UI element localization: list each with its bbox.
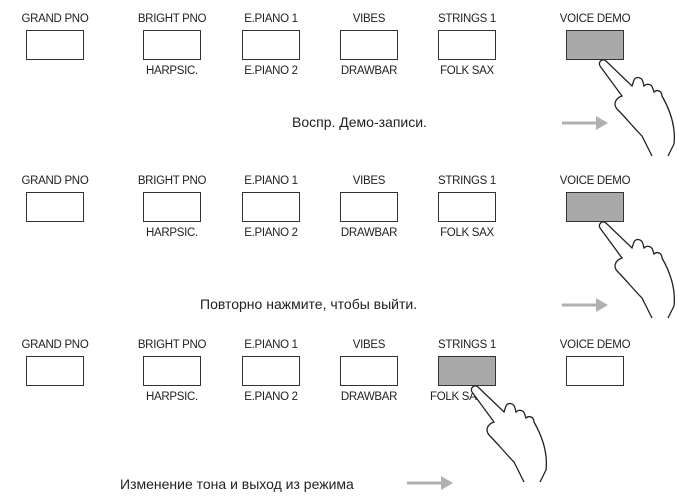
vibes-group: VIBES DRAWBAR — [314, 174, 424, 240]
right-arrow-icon — [562, 298, 608, 312]
epiano1-label: E.PIANO 1 — [244, 13, 298, 25]
strings1-label: STRINGS 1 — [437, 13, 496, 25]
strings-group: STRINGS 1 FOLK SAX — [412, 12, 522, 78]
epiano-group: E.PIANO 1 E.PIANO 2 — [216, 174, 326, 240]
strings-group: STRINGS 1 FOLK SAX — [412, 338, 522, 404]
vibes-label: VIBES — [352, 13, 386, 25]
bright-pno-group: BRIGHT PNO HARPSIC. — [117, 174, 227, 240]
epiano2-label: E.PIANO 2 — [244, 227, 298, 239]
strings1-label: STRINGS 1 — [437, 339, 496, 351]
drawbar-label: DRAWBAR — [340, 391, 398, 403]
epiano-button[interactable] — [242, 356, 300, 386]
epiano2-label: E.PIANO 2 — [244, 391, 298, 403]
strings-button[interactable] — [438, 356, 496, 386]
bright-pno-label: BRIGHT PNO — [137, 13, 207, 25]
grand-pno-group: GRAND PNO — [0, 12, 110, 60]
bright-pno-label: BRIGHT PNO — [137, 175, 207, 187]
drawbar-label: DRAWBAR — [340, 65, 398, 77]
grand-pno-button[interactable] — [26, 356, 84, 386]
epiano-group: E.PIANO 1 E.PIANO 2 — [216, 12, 326, 78]
voice-demo-button[interactable] — [566, 356, 624, 386]
hand-pointer-icon — [598, 59, 676, 157]
vibes-label: VIBES — [352, 339, 386, 351]
grand-pno-button[interactable] — [26, 30, 84, 60]
epiano1-label: E.PIANO 1 — [244, 339, 298, 351]
folk-sax-label: FOLK SAX — [430, 391, 484, 403]
grand-pno-label: GRAND PNO — [21, 13, 89, 25]
grand-pno-group: GRAND PNO — [0, 338, 110, 386]
voice-demo-label: VOICE DEMO — [559, 13, 631, 25]
harpsic-label: HARPSIC. — [146, 65, 198, 77]
vibes-button[interactable] — [340, 356, 398, 386]
bright-pno-button[interactable] — [143, 30, 201, 60]
harpsic-label: HARPSIC. — [146, 391, 198, 403]
epiano-button[interactable] — [242, 192, 300, 222]
bright-pno-label: BRIGHT PNO — [137, 339, 207, 351]
demo-step-3: GRAND PNO BRIGHT PNO HARPSIC. E.PIANO 1 … — [0, 326, 677, 498]
bright-pno-group: BRIGHT PNO HARPSIC. — [117, 12, 227, 78]
grand-pno-label: GRAND PNO — [21, 175, 89, 187]
harpsic-label: HARPSIC. — [146, 227, 198, 239]
right-arrow-icon — [562, 116, 608, 130]
folk-sax-label: FOLK SAX — [440, 227, 494, 239]
vibes-group: VIBES DRAWBAR — [314, 338, 424, 404]
vibes-label: VIBES — [352, 175, 386, 187]
folk-sax-label: FOLK SAX — [440, 65, 494, 77]
bright-pno-button[interactable] — [143, 192, 201, 222]
voice-demo-button[interactable] — [566, 30, 624, 60]
caption-step-2: Повторно нажмите, чтобы выйти. — [200, 296, 418, 312]
right-arrow-icon — [407, 476, 453, 490]
voice-demo-group: VOICE DEMO — [540, 174, 650, 222]
voice-demo-group: VOICE DEMO — [540, 12, 650, 60]
strings-group: STRINGS 1 FOLK SAX — [412, 174, 522, 240]
bright-pno-button[interactable] — [143, 356, 201, 386]
strings1-label: STRINGS 1 — [437, 175, 496, 187]
grand-pno-group: GRAND PNO — [0, 174, 110, 222]
demo-step-1: GRAND PNO BRIGHT PNO HARPSIC. E.PIANO 1 … — [0, 0, 677, 160]
voice-demo-label: VOICE DEMO — [559, 175, 631, 187]
vibes-group: VIBES DRAWBAR — [314, 12, 424, 78]
epiano1-label: E.PIANO 1 — [244, 175, 298, 187]
epiano-group: E.PIANO 1 E.PIANO 2 — [216, 338, 326, 404]
voice-demo-group: VOICE DEMO — [540, 338, 650, 386]
hand-pointer-icon — [598, 221, 676, 319]
drawbar-label: DRAWBAR — [340, 227, 398, 239]
voice-demo-label: VOICE DEMO — [559, 339, 631, 351]
vibes-button[interactable] — [340, 192, 398, 222]
grand-pno-button[interactable] — [26, 192, 84, 222]
strings-button[interactable] — [438, 30, 496, 60]
demo-step-2: GRAND PNO BRIGHT PNO HARPSIC. E.PIANO 1 … — [0, 162, 677, 322]
voice-demo-button[interactable] — [566, 192, 624, 222]
strings-button[interactable] — [438, 192, 496, 222]
caption-step-1: Воспр. Демо-записи. — [292, 114, 427, 130]
caption-step-3: Изменение тона и выход из режима — [120, 476, 354, 492]
vibes-button[interactable] — [340, 30, 398, 60]
bright-pno-group: BRIGHT PNO HARPSIC. — [117, 338, 227, 404]
epiano-button[interactable] — [242, 30, 300, 60]
epiano2-label: E.PIANO 2 — [244, 65, 298, 77]
hand-pointer-icon — [470, 385, 548, 483]
grand-pno-label: GRAND PNO — [21, 339, 89, 351]
